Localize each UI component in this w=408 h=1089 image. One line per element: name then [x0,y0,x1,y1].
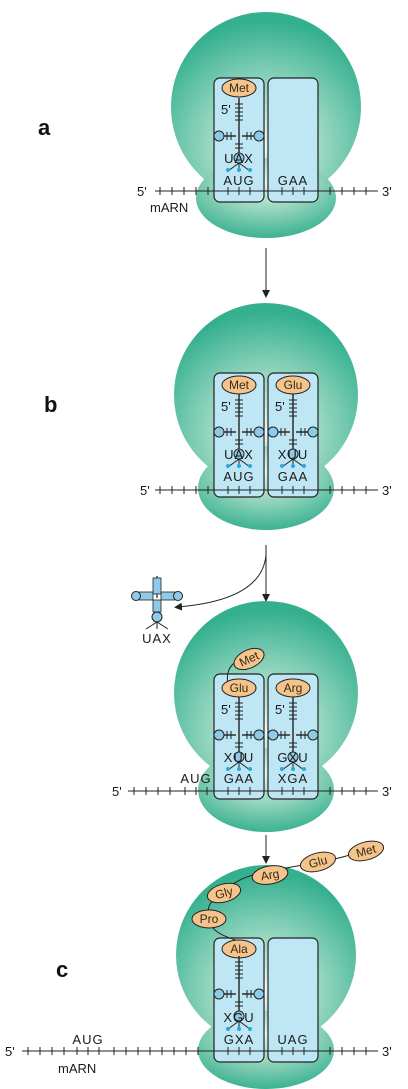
amino-acid-pro [191,909,227,929]
panel-a-letter: a [38,115,51,140]
anticodon-p: UAX [224,151,254,166]
mrna-three-prime: 3' [382,1044,392,1059]
codon-p: GAA [224,771,254,786]
anticodon-a: GXU [277,750,308,765]
panel-b: b Met Glu 5' 5' UAX XUU AUG GAA 5' 3' [44,303,392,530]
mrna-five-prime: 5' [140,483,150,498]
mrna-strand [155,187,378,195]
released-anticodon: UAX [142,631,172,646]
amino-acid-met [221,78,257,98]
anticodon-p: UAX [224,447,254,462]
codon-p: AUG [223,173,254,188]
panel-c: c Met Glu Arg Gly Pro Ala XGU GXA UAG AU… [5,840,392,1089]
mrna-five-prime: 5' [5,1044,15,1059]
panel-b2: Met Glu Arg 5' 5' XUU GXU AUG GAA XGA 5'… [112,601,392,832]
panel-c-letter: c [56,957,68,982]
codon-previous: AUG [180,771,211,786]
anticodon-a: XUU [278,447,308,462]
trna-five-prime: 5' [221,702,231,717]
arrow-trna-release [174,554,267,611]
anticodon-p: XUU [224,750,254,765]
codon-p: AUG [223,469,254,484]
mrna-three-prime: 3' [382,483,392,498]
codon-a: XGA [278,771,308,786]
amino-acid-label: Glu [230,681,249,695]
codon-a: GAA [278,469,308,484]
a-site [267,937,319,1063]
trna-five-prime: 5' [275,702,285,717]
amino-acid-glu [299,851,337,873]
a-site [267,77,319,203]
mrna-label: mARN [58,1061,96,1076]
amino-acid-gly [206,882,242,904]
amino-acid-met [233,647,265,671]
codon-a: UAG [277,1032,308,1047]
panel-b-letter: b [44,392,57,417]
chain-aa-5: Pro [200,912,219,926]
chain-aa-2: Glu [307,853,329,871]
amino-acid-label: Arg [284,681,303,695]
amino-acid-label: Met [229,81,250,95]
codon-previous: AUG [72,1032,103,1047]
chain-aa-4: Gly [213,884,234,902]
mrna-three-prime: 3' [382,184,392,199]
amino-acid-label: Glu [284,378,303,392]
mrna-five-prime: 5' [137,184,147,199]
chain-aa-3: Arg [260,866,281,883]
codon-a: GAA [278,173,308,188]
amino-acid-label: Met [229,378,250,392]
trna-five-prime: 5' [221,102,231,117]
amino-acid-met [347,840,385,862]
chain-aa-1: Met [355,841,379,860]
trna-five-prime: 5' [275,399,285,414]
codon-p: GXA [224,1032,254,1047]
mrna-five-prime: 5' [112,784,122,799]
trna-five-prime: 5' [221,399,231,414]
mrna-strand [155,486,378,494]
mrna-strand [128,787,378,795]
amino-acid-label: Ala [230,942,248,956]
mrna-label: mARN [150,200,188,215]
anticodon-p: XGU [223,1010,254,1025]
amino-acid-arg [251,865,289,885]
mrna-three-prime: 3' [382,784,392,799]
mrna-strand [22,1047,378,1055]
panel-a: a Met 5' UAX AUG GAA 5' 3' mARN [38,12,392,238]
released-trna: UAX [131,576,183,646]
